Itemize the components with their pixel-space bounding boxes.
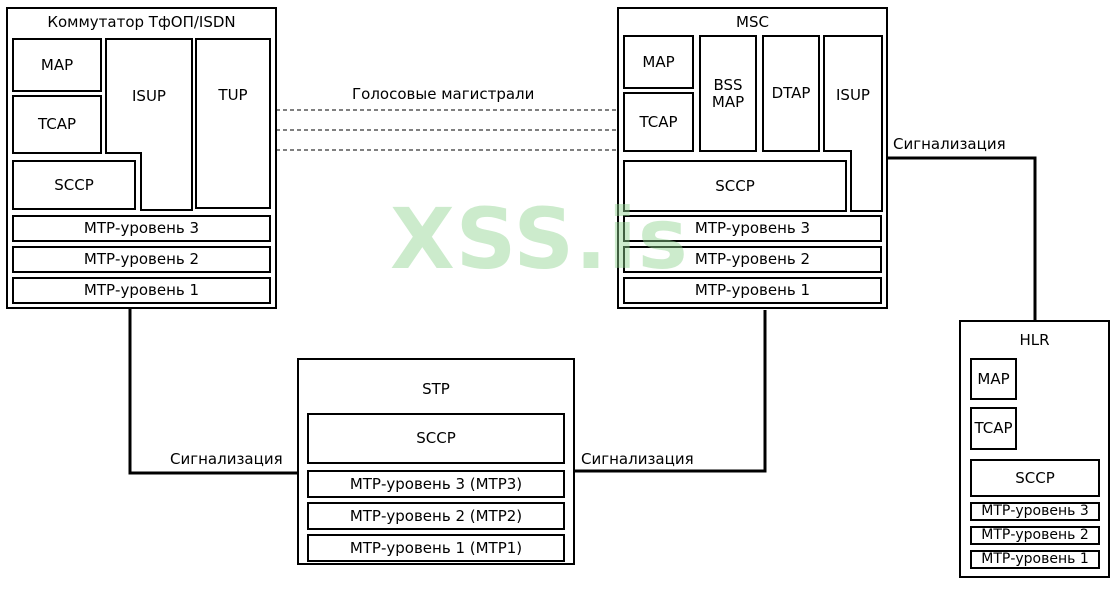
signaling-line-switch-stp — [128, 309, 298, 475]
hlr-sccp-box: SCCP — [970, 459, 1100, 497]
switch-title: Коммутатор ТфОП/ISDN — [47, 13, 236, 31]
hlr-tcap-box: TCAP — [970, 407, 1017, 450]
msc-isup-shape — [823, 35, 883, 212]
hlr-title: HLR — [1019, 331, 1050, 349]
stp-mtp2-box: МТР-уровень 2 (МТР2) — [307, 502, 565, 530]
msc-mtp3-box: МТР-уровень 3 — [623, 215, 882, 242]
signaling-label-msc-hlr: Сигнализация — [893, 135, 1006, 153]
msc-mtp2-box: МТР-уровень 2 — [623, 246, 882, 273]
msc-dtap-box: DTAP — [762, 35, 820, 152]
voice-trunks-label: Голосовые магистрали — [352, 85, 535, 103]
msc-node: MSC MAP TCAP BSS MAP DTAP ISUP SCCP МТР-… — [617, 7, 888, 309]
switch-tup-box: TUP — [195, 38, 271, 209]
signaling-line-msc-hlr — [887, 156, 1037, 321]
voice-trunk-lines — [276, 109, 618, 151]
stp-title: STP — [422, 380, 450, 398]
switch-isup-label: ISUP — [132, 87, 166, 105]
switch-mtp3-box: МТР-уровень 3 — [12, 215, 271, 242]
msc-sccp-box: SCCP — [623, 160, 847, 212]
msc-title: MSC — [736, 13, 769, 31]
switch-sccp-box: SCCP — [12, 160, 136, 210]
stp-mtp3-box: МТР-уровень 3 (МТР3) — [307, 470, 565, 498]
msc-mtp1-box: МТР-уровень 1 — [623, 277, 882, 304]
msc-map-box: MAP — [623, 35, 694, 89]
hlr-mtp3-box: МТР-уровень 3 — [970, 502, 1100, 521]
switch-tcap-box: TCAP — [12, 95, 102, 154]
msc-bss-label: BSS — [713, 75, 743, 94]
stp-sccp-box: SCCP — [307, 413, 565, 464]
switch-isup-shape — [105, 38, 193, 211]
msc-bss-map-label: MAP — [711, 92, 745, 111]
switch-mtp1-box: МТР-уровень 1 — [12, 277, 271, 304]
switch-node: Коммутатор ТфОП/ISDN MAP TCAP ISUP TUP S… — [6, 7, 277, 309]
signaling-line-stp-msc — [575, 310, 767, 473]
hlr-mtp2-box: МТР-уровень 2 — [970, 526, 1100, 545]
signaling-label-stp-msc: Сигнализация — [581, 450, 694, 468]
watermark-logo: XSS.is — [390, 190, 689, 288]
signaling-label-switch-stp: Сигнализация — [170, 450, 283, 468]
msc-isup-label: ISUP — [836, 86, 870, 104]
switch-map-box: MAP — [12, 38, 102, 92]
hlr-map-box: MAP — [970, 358, 1017, 400]
msc-tcap-box: TCAP — [623, 92, 694, 152]
stp-mtp1-box: МТР-уровень 1 (МТР1) — [307, 534, 565, 562]
switch-mtp2-box: МТР-уровень 2 — [12, 246, 271, 273]
hlr-mtp1-box: МТР-уровень 1 — [970, 550, 1100, 569]
hlr-node: HLR MAP TCAP SCCP МТР-уровень 3 МТР-уров… — [959, 320, 1110, 578]
msc-bss-map-box: BSS MAP — [699, 35, 757, 152]
stp-node: STP SCCP МТР-уровень 3 (МТР3) МТР-уровен… — [297, 358, 575, 565]
